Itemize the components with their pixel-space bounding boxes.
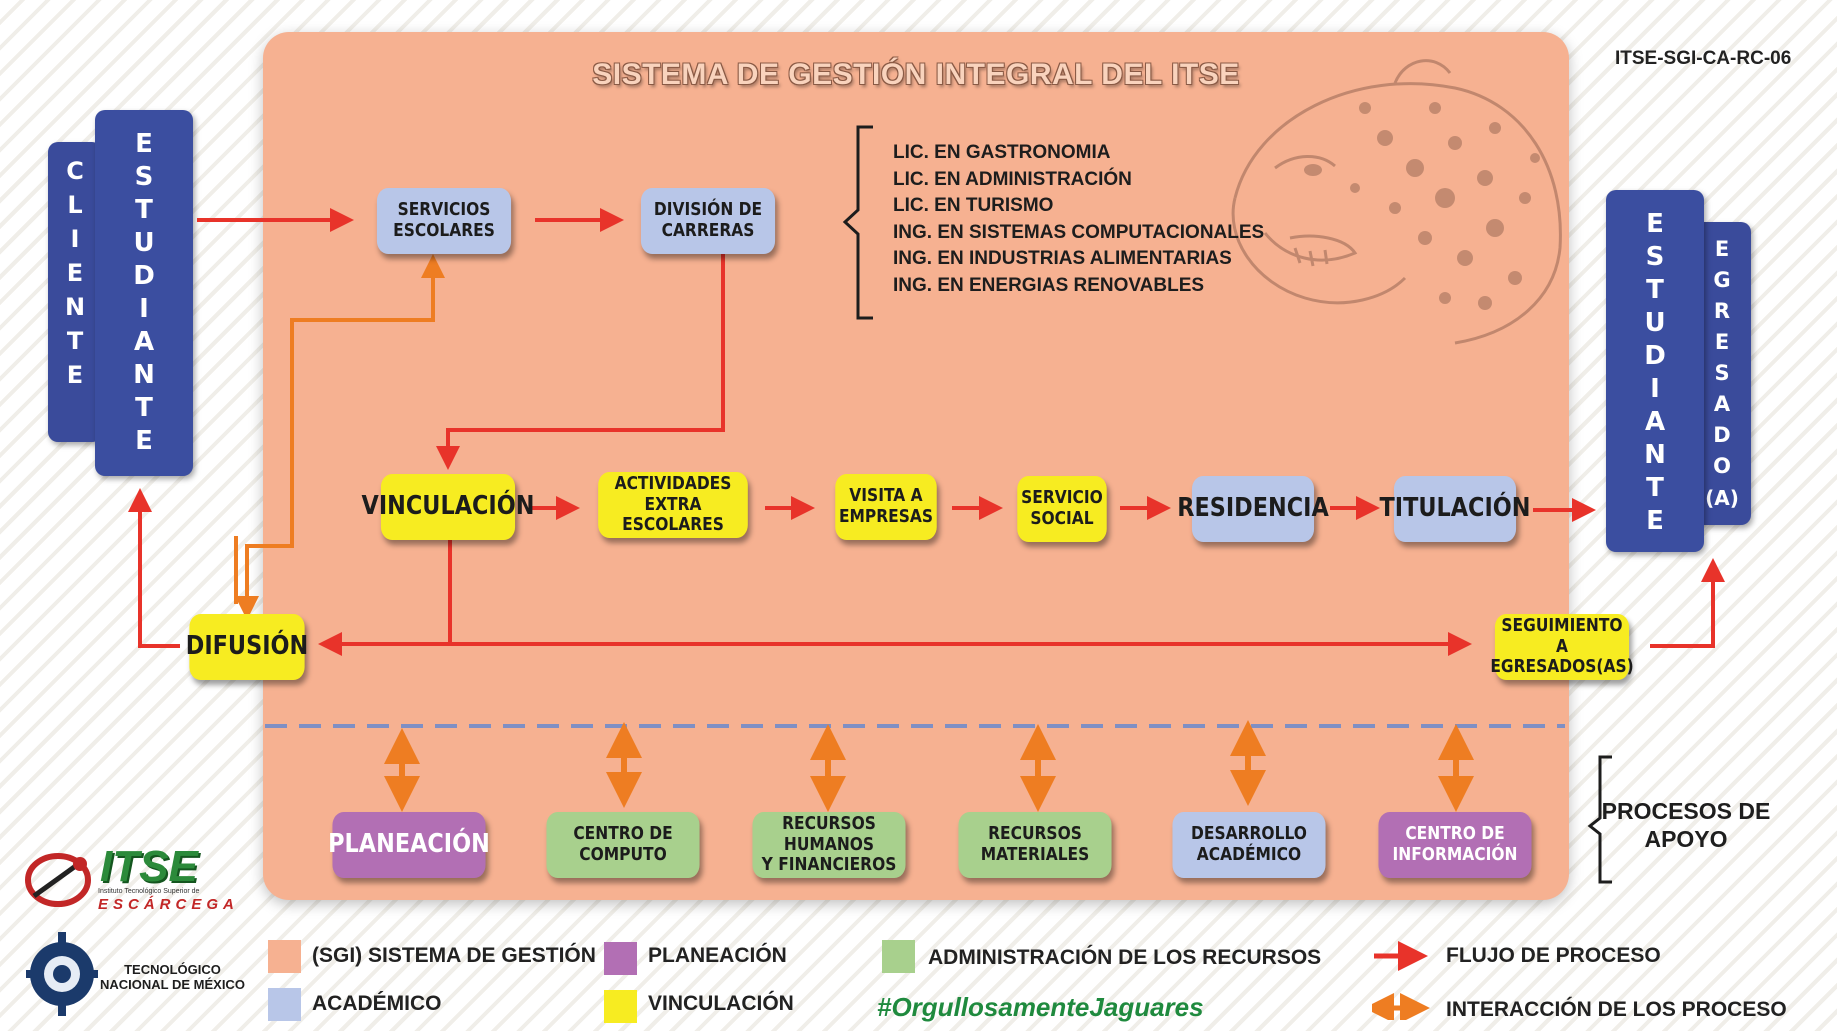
vertical-letter: E [1646,506,1664,536]
vertical-letter: A [133,327,155,357]
titulacion-box: TITULACIÓN [1380,476,1531,542]
vertical-letter: T [135,195,153,225]
vertical-letter: D [133,261,155,291]
servicio-social-box: SERVICIO SOCIAL [1017,476,1107,542]
support-desarrollo-academico-box: DESARROLLO ACADÉMICO [1172,812,1326,878]
legend-swatch-administracion [882,940,915,973]
support-processes-label: PROCESOS DE APOYO [1601,798,1771,852]
career-item: ING. EN SISTEMAS COMPUTACIONALES [893,221,1265,243]
career-item: ING. EN INDUSTRIAS ALIMENTARIAS [893,248,1232,269]
support-rrhh-box: RECURSOS HUMANOS Y FINANCIEROS [752,812,906,878]
legend-swatch-vinculacion [604,990,637,1023]
document-code: ITSE-SGI-CA-RC-06 [1615,48,1792,69]
itse-logo-sub: Instituto Tecnológico Superior de [98,888,200,895]
division-carreras-box: DIVISIÓN DE CARRERAS [640,188,776,254]
egresado-suffix: (A) [1705,486,1739,510]
career-item: LIC. EN ADMINISTRACIÓN [893,168,1132,190]
legend-sgi: (SGI) SISTEMA DE GESTIÓN [312,944,596,967]
tecnm-logo [26,932,98,1016]
vertical-letter: A [1644,407,1666,437]
vertical-letter: I [1650,374,1660,404]
vertical-letter: T [66,327,84,355]
vertical-letter: N [133,360,155,390]
difusion-box: DIFUSIÓN [186,614,308,680]
vertical-letter: O [1713,454,1731,478]
legend-planeacion: PLANEACIÓN [648,944,787,967]
itse-logo-city: ESCÁRCEGA [98,896,239,913]
careers-brace [842,125,873,320]
legend-arrows [1372,941,1430,1020]
visita-empresas-box: VISITA A EMPRESAS [835,474,937,540]
career-item: LIC. EN TURISMO [893,195,1054,216]
itse-logo-text: ITSE [100,842,198,891]
vertical-letter: S [1714,361,1730,385]
vertical-letter: N [1644,440,1666,470]
legend-vinculacion: VINCULACIÓN [648,992,794,1015]
flow-seguimiento-egresado [1650,558,1725,648]
residencia-box: RESIDENCIA [1177,476,1329,542]
support-centro-computo-box: CENTRO DE COMPUTO [546,812,700,878]
legend-flujo: FLUJO DE PROCESO [1446,944,1661,967]
support-brace [1587,755,1612,884]
vertical-letter: C [66,157,84,185]
hashtag: #OrgullosamenteJaguares [877,992,1204,1022]
vertical-letter: U [133,228,155,258]
support-recursos-materiales-box: RECURSOS MATERIALES [958,812,1112,878]
vertical-letter: A [1713,392,1731,416]
vertical-letter: E [1714,330,1730,354]
interaction-difusion-servicios [235,254,445,620]
vertical-letter: D [1644,341,1666,371]
vertical-letter: D [1713,423,1731,447]
vinculacion-box: VINCULACIÓN [362,474,534,540]
diagram-title: SISTEMA DE GESTIÓN INTEGRAL DEL ITSE [592,58,1240,91]
vertical-letter: E [135,426,153,456]
vertical-letter: N [64,293,86,321]
vertical-letter: S [134,162,154,192]
legend-swatch-planeacion [604,942,637,975]
vertical-letter: E [1646,209,1664,239]
vertical-letter: L [67,191,83,219]
legend-administracion: ADMINISTRACIÓN DE LOS RECURSOS [928,946,1322,969]
careers-list: LIC. EN GASTRONOMIA LIC. EN ADMINISTRACI… [893,140,1264,299]
tecnm-logo-text: TECNOLÓGICO NACIONAL DE MÉXICO [100,962,245,992]
career-item: LIC. EN GASTRONOMIA [893,142,1111,163]
vertical-letter: T [135,393,153,423]
vertical-letter: I [70,225,80,253]
vertical-letter: I [139,294,149,324]
support-centro-informacion-box: CENTRO DE INFORMACIÓN [1378,812,1532,878]
flow-division-vinculacion [436,254,725,470]
legend-swatch-academico [268,988,301,1021]
vertical-letter: E [66,259,84,287]
vertical-letter: E [135,129,153,159]
sgi-panel [263,32,1569,900]
vertical-letter: G [1713,268,1731,292]
support-planeacion-box: PLANEACIÓN [328,812,490,878]
career-item: ING. EN ENERGIAS RENOVABLES [893,274,1205,296]
legend-academico: ACADÉMICO [312,992,442,1015]
vertical-letter: R [1713,299,1731,323]
vertical-letter: S [1645,242,1665,272]
vertical-letter: T [1646,275,1664,305]
flow-difusion-estudiante [128,488,180,648]
servicios-escolares-box: SERVICIOS ESCOLARES [376,188,512,254]
jaguar-illustration [1231,59,1562,345]
legend-swatch-sgi [268,940,301,973]
legend-interaccion: INTERACCIÓN DE LOS PROCESO [1446,998,1787,1021]
vertical-letter: E [66,361,84,389]
seguimiento-box: SEGUIMIENTO A EGRESADOS(AS) [1490,614,1634,680]
actividades-box: ACTIVIDADES EXTRA ESCOLARES [598,472,748,538]
itse-logo [25,853,91,907]
vertical-letter: T [1646,473,1664,503]
vertical-letter: E [1714,237,1730,261]
vertical-letter: U [1644,308,1666,338]
